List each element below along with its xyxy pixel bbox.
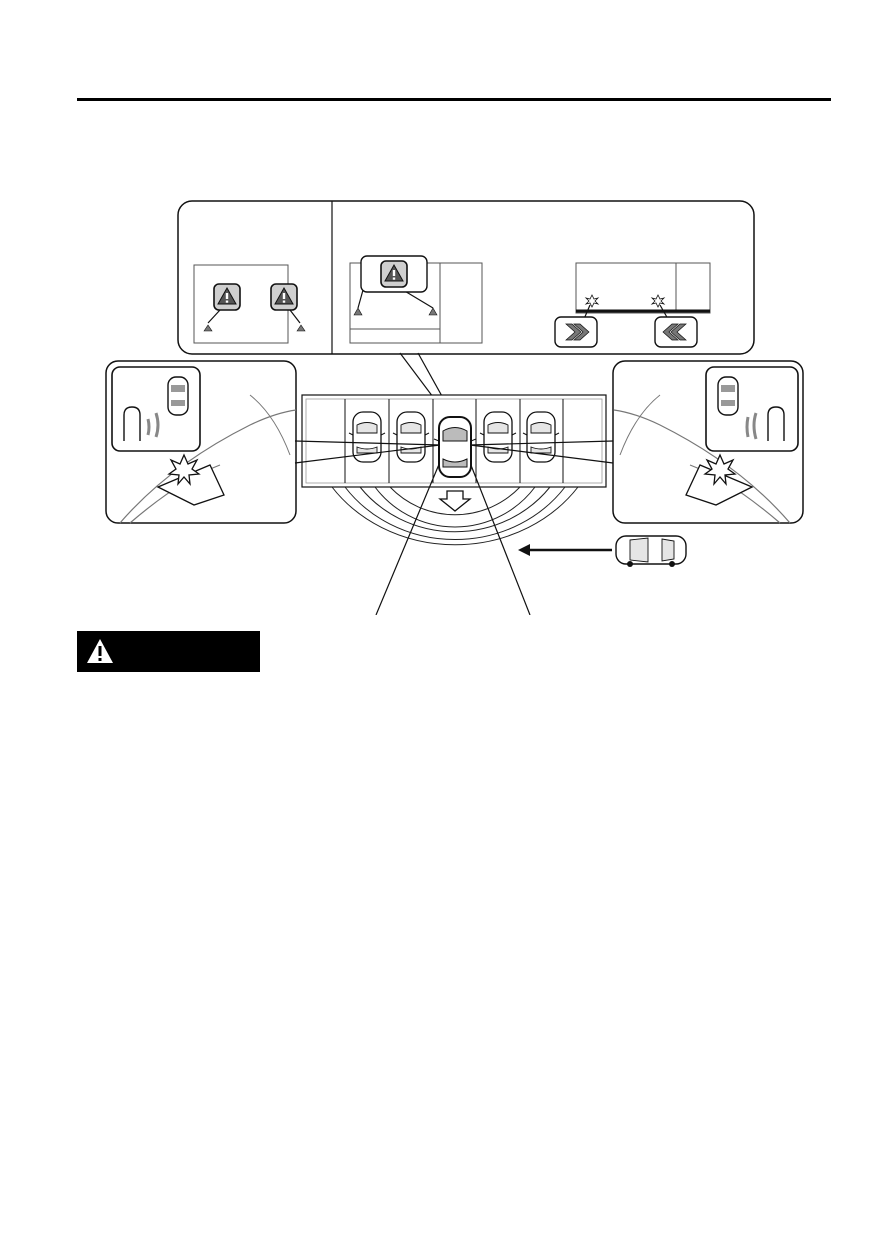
left-mirror-inset (105, 360, 297, 524)
chevron-left-indicator-icon (654, 316, 698, 348)
center-warning-icon (380, 260, 408, 288)
warning-banner (77, 631, 260, 672)
chevron-right-indicator-icon (554, 316, 598, 348)
approaching-vehicle (518, 535, 687, 567)
camera-display-panel (554, 262, 711, 348)
right-warning-indicator-icon (270, 283, 298, 311)
sensor-range-lines (294, 440, 614, 615)
center-display-panel (349, 255, 483, 344)
display-callout-panel (177, 200, 755, 426)
parking-lot (301, 394, 607, 488)
rcta-illustration (100, 195, 810, 615)
reverse-arrow-icon (438, 490, 472, 512)
detection-zones (331, 486, 579, 546)
warning-triangle-icon (87, 639, 113, 663)
subject-vehicle (433, 416, 477, 512)
right-mirror-inset (612, 360, 804, 524)
mirror-indicator-panel (193, 264, 306, 344)
left-warning-indicator-icon (213, 283, 241, 311)
header-rule (77, 98, 831, 101)
